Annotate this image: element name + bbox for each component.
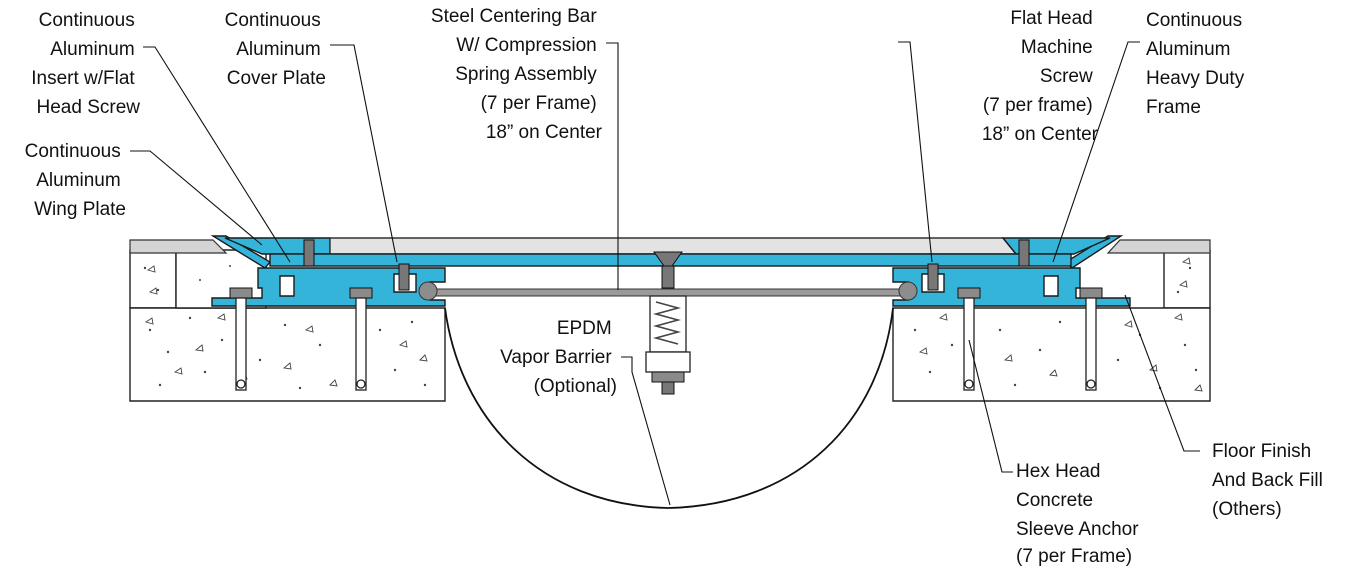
floor-finish-label: Floor Finish And Back Fill (Others)	[1212, 441, 1328, 520]
sleeve-anchor-label: Hex Head Concrete Sleeve Anchor (7 per F…	[1016, 461, 1144, 567]
epdm-vapor-barrier	[444, 307, 894, 509]
wing-plate-label: Continuous Aluminum Wing Plate	[25, 141, 126, 220]
centering-bar-label: Steel Centering Bar W/ Compression Sprin…	[431, 6, 603, 143]
insert-label: Continuous Aluminum Insert w/Flat Head S…	[31, 10, 140, 118]
right-anchors	[957, 287, 1103, 391]
leader-lines	[130, 41, 1200, 506]
insert-screws	[303, 239, 1030, 291]
vapor-barrier-label: EPDM Vapor Barrier (Optional)	[500, 318, 617, 397]
left-anchors	[229, 287, 373, 391]
machine-screw-label: Flat Head Machine Screw (7 per frame) 18…	[982, 8, 1099, 145]
frame-label: Continuous Aluminum Heavy Duty Frame	[1146, 10, 1249, 118]
left-floor-finish	[129, 239, 228, 254]
right-floor-finish	[1106, 239, 1211, 254]
centering-bar	[418, 281, 918, 301]
spring-assembly	[645, 251, 691, 395]
left-concrete-aggregate	[143, 265, 428, 390]
cover-plate-label: Continuous Aluminum Cover Plate	[225, 10, 326, 89]
